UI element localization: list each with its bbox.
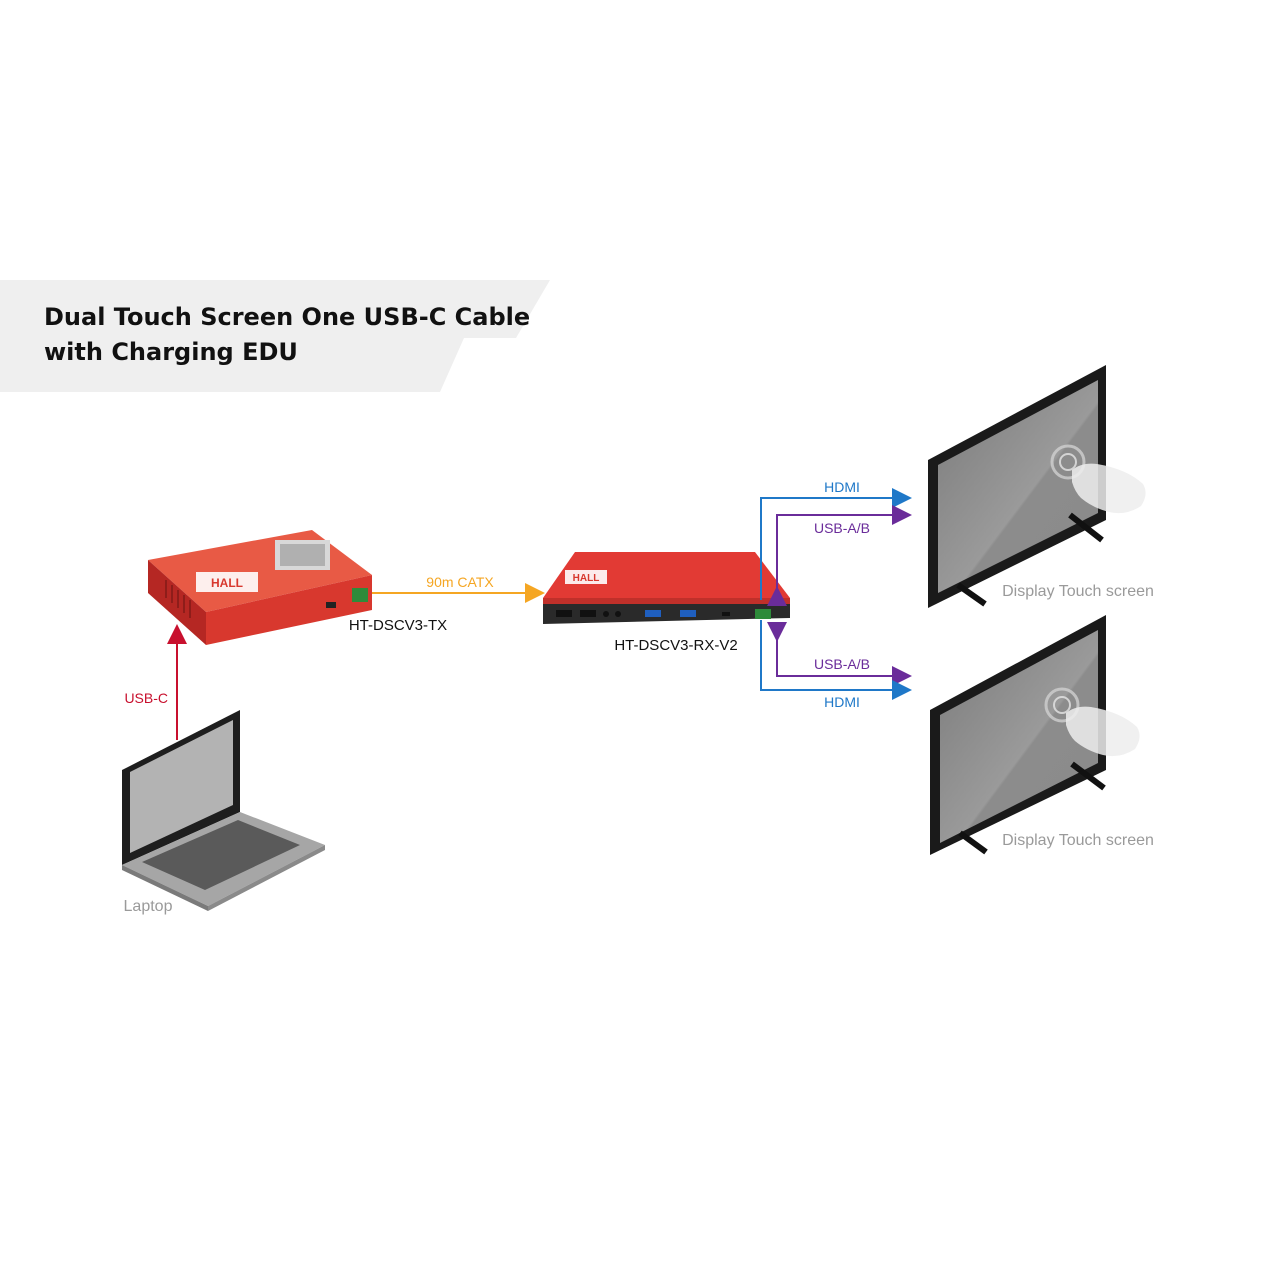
page-title: Dual Touch Screen One USB-C Cable with C… — [44, 300, 530, 370]
tx-terminal-block — [352, 588, 368, 602]
title-line-2: with Charging EDU — [44, 338, 298, 366]
laptop-keyboard — [142, 820, 300, 890]
hdmi-bottom-connection — [760, 620, 912, 700]
display-bottom-screen — [940, 630, 1098, 843]
touch-gesture-icon — [1044, 687, 1140, 757]
tx-usb-c-port — [326, 602, 336, 608]
tx-device: HALL — [148, 530, 372, 645]
rx-brand-text: HALL — [573, 573, 600, 584]
laptop-label: Laptop — [124, 898, 173, 915]
usb-ab-top-connection — [767, 505, 912, 606]
tx-model-label: HT-DSCV3-TX — [349, 617, 447, 634]
tx-vent-slots — [165, 580, 191, 618]
display-bottom — [930, 615, 1140, 855]
title-band — [0, 280, 560, 392]
usb-c-label: USB-C — [124, 690, 168, 706]
display-bottom-label: Display Touch screen — [1002, 832, 1154, 849]
rx-brand-badge — [565, 570, 607, 584]
rx-device: HALL — [543, 552, 790, 624]
rx-model-label: HT-DSCV3-RX-V2 — [614, 637, 737, 654]
usb-ab-bottom-label: USB-A/B — [814, 656, 870, 672]
tx-brand-text: HALL — [211, 576, 243, 590]
touch-gesture-icon — [1050, 444, 1146, 514]
display-top — [928, 365, 1146, 608]
display-top-label: Display Touch screen — [1002, 583, 1154, 600]
hdmi-top-connection — [760, 488, 912, 600]
tx-brand-badge — [196, 572, 258, 592]
usb-ab-bottom-connection — [767, 622, 912, 686]
display-top-screen — [938, 380, 1098, 593]
title-line-1: Dual Touch Screen One USB-C Cable — [44, 303, 531, 331]
laptop-illustration — [122, 710, 325, 911]
hdmi-bottom-label: HDMI — [824, 694, 860, 710]
catx-label: 90m CATX — [426, 574, 494, 590]
hdmi-top-label: HDMI — [824, 479, 860, 495]
laptop-screen — [130, 720, 233, 853]
rx-ports — [556, 609, 771, 619]
usb-ab-top-label: USB-A/B — [814, 520, 870, 536]
